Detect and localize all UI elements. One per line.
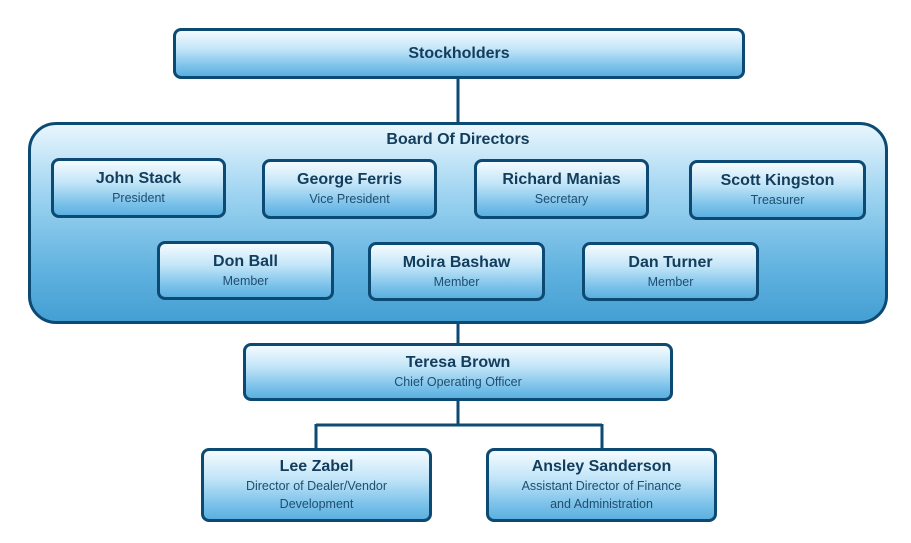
director-role-line2: Development — [279, 497, 354, 511]
member-role: Member — [433, 274, 480, 289]
member-node-john-stack: John Stack President — [51, 158, 226, 218]
member-name: Richard Manias — [502, 171, 621, 188]
member-name: Scott Kingston — [720, 172, 835, 189]
member-node-moira-bashaw: Moira Bashaw Member — [368, 242, 545, 301]
member-role: Treasurer — [750, 193, 805, 207]
member-node-scott-kingston: Scott Kingston Treasurer — [689, 160, 866, 220]
stockholders-label: Stockholders — [408, 44, 510, 62]
member-name: Don Ball — [213, 252, 278, 270]
director-node-lee-zabel: Lee Zabel Director of Dealer/Vendor Deve… — [201, 448, 432, 522]
director-role-line1: Assistant Director of Finance — [521, 479, 682, 493]
member-role: Vice President — [309, 192, 390, 206]
member-node-don-ball: Don Ball Member — [157, 241, 334, 300]
member-role: Secretary — [534, 192, 589, 206]
member-role: Member — [647, 274, 694, 289]
member-role: President — [112, 191, 165, 205]
director-role-line2: and Administration — [550, 497, 653, 511]
member-name: George Ferris — [297, 171, 402, 188]
director-node-ansley-sanderson: Ansley Sanderson Assistant Director of F… — [486, 448, 717, 522]
stockholders-node: Stockholders — [173, 28, 745, 79]
member-node-dan-turner: Dan Turner Member — [582, 242, 759, 301]
coo-role: Chief Operating Officer — [394, 375, 522, 389]
member-node-richard-manias: Richard Manias Secretary — [474, 159, 649, 219]
member-role: Member — [222, 273, 269, 288]
director-name: Ansley Sanderson — [531, 458, 672, 475]
member-node-george-ferris: George Ferris Vice President — [262, 159, 437, 219]
coo-name: Teresa Brown — [405, 354, 511, 371]
director-role-line1: Director of Dealer/Vendor — [245, 479, 388, 493]
coo-node: Teresa Brown Chief Operating Officer — [243, 343, 673, 401]
director-name: Lee Zabel — [279, 458, 354, 475]
board-title: Board Of Directors — [386, 131, 530, 148]
member-name: Moira Bashaw — [402, 253, 511, 271]
member-name: John Stack — [95, 170, 182, 187]
member-name: Dan Turner — [628, 253, 713, 271]
